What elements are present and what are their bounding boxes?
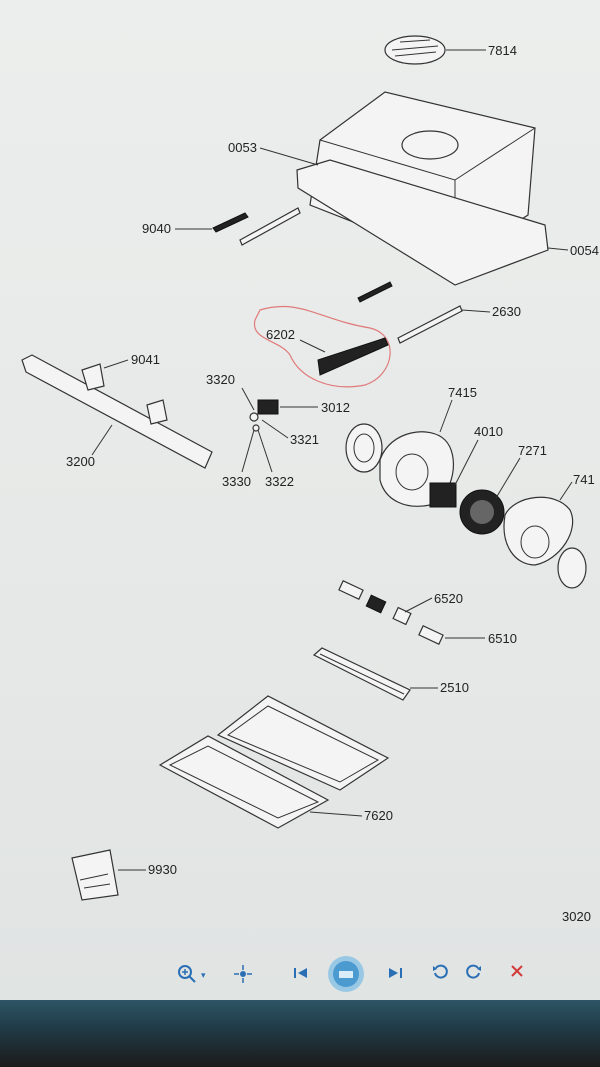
label-6510: 6510 [488,631,517,646]
label-3330: 3330 [222,474,251,489]
pan-button[interactable] [232,964,254,989]
zoom-in-icon [177,965,196,983]
page-thumbnail-icon [328,956,364,992]
label-4010: 4010 [474,424,503,439]
last-page-button[interactable] [384,965,406,986]
label-7814: 7814 [488,43,517,58]
close-icon [511,965,523,977]
label-2630: 2630 [492,304,521,319]
label-6520: 6520 [434,591,463,606]
label-3320: 3320 [206,372,235,387]
label-3200: 3200 [66,454,95,469]
exploded-parts-diagram: 7814 0053 0054 9040 2630 [21,35,599,924]
label-3020: 3020 [562,909,591,924]
last-page-icon [389,968,402,978]
rotate-right-button[interactable] [462,963,484,986]
label-7620: 7620 [364,808,393,823]
part-6202: 6202 [253,306,391,388]
label-3321: 3321 [290,432,319,447]
close-button[interactable] [506,963,528,984]
rotate-left-button[interactable] [430,963,452,986]
part-0053-hood-body: 0053 0054 [228,91,599,286]
part-3200-front-bar: 9041 3200 [21,352,213,469]
part-9040: 9040 [142,207,301,246]
part-7620-filters: 7620 [158,695,393,829]
part-2510: 2510 [312,647,469,701]
label-3012: 3012 [321,400,350,415]
label-7271: 7271 [518,443,547,458]
label-7415: 7415 [448,385,477,400]
part-switch-group: 3320 3012 3321 3330 3322 [206,372,350,489]
label-3322: 3322 [265,474,294,489]
label-9930: 9930 [148,862,177,877]
label-9041: 9041 [131,352,160,367]
label-9040: 9040 [142,221,171,236]
part-2630: 2630 [357,281,521,344]
label-6202: 6202 [266,327,295,342]
label-0054: 0054 [570,243,599,258]
part-blower-assembly: 7415 4010 7271 741 [345,385,595,589]
viewer-toolbar: ▾ [0,950,600,998]
zoom-caret: ▾ [200,970,206,980]
pan-icon [234,965,252,983]
part-7814: 7814 [384,35,517,65]
first-page-button[interactable] [290,965,312,986]
label-741x: 741 [573,472,595,487]
page-indicator[interactable] [326,954,366,994]
device-bezel-bottom [0,1000,600,1067]
part-9930: 9930 [71,849,177,901]
first-page-icon [294,968,307,978]
label-2510: 2510 [440,680,469,695]
rotate-right-icon [466,964,481,979]
part-connectors: 6520 6510 [338,580,517,646]
zoom-button[interactable]: ▾ [176,964,206,989]
label-0053: 0053 [228,140,257,155]
rotate-left-icon [433,964,448,979]
